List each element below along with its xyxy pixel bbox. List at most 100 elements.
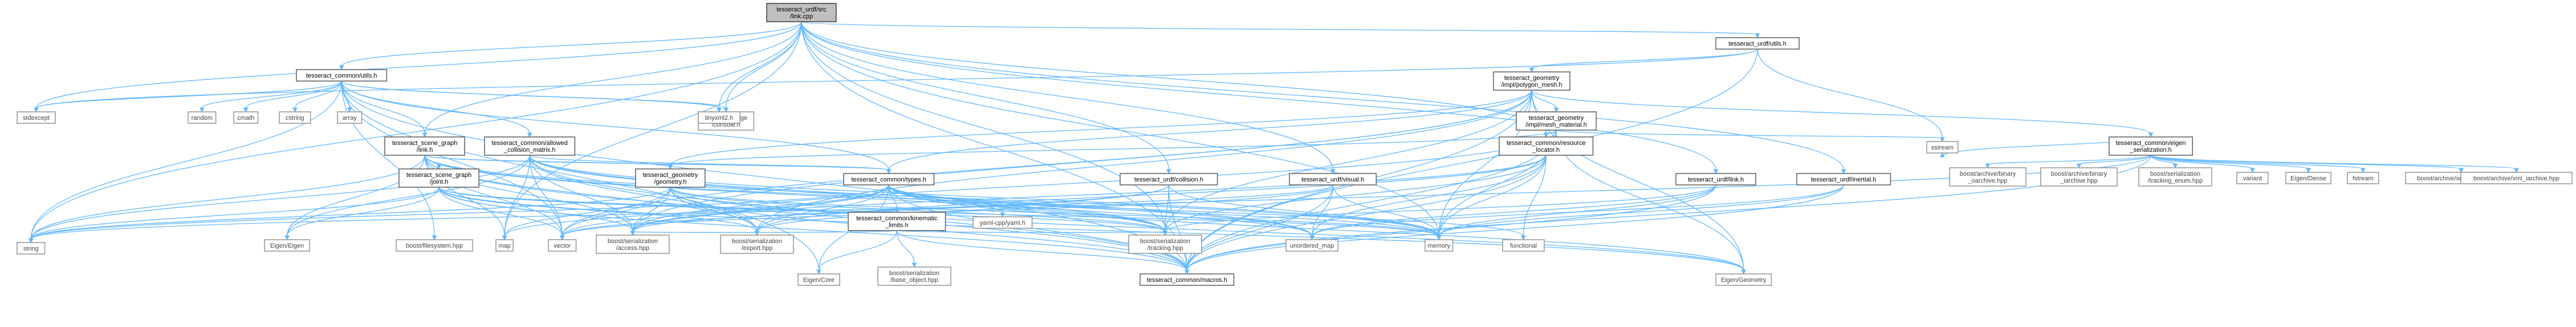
edge-arrowhead <box>559 235 565 241</box>
node-box <box>1502 239 1545 252</box>
node-polygon-mesh[interactable]: tesseract_geometry/impl/polygon_mesh.h <box>1493 71 1570 91</box>
edge-arrowhead <box>1841 169 1846 175</box>
edge-common-types-to-map <box>504 184 889 237</box>
node-box <box>233 111 259 124</box>
edge-kinematic-limits-to-eigen-core <box>818 230 897 271</box>
edge-link-cpp-to-tinyxml2 <box>718 21 802 109</box>
node-label: functional <box>1510 243 1537 249</box>
node-common-types[interactable]: tesseract_common/types.h <box>843 173 935 185</box>
node-unordered-map: unordered_map <box>1285 239 1339 252</box>
node-box <box>2138 167 2212 187</box>
node-box <box>495 239 514 252</box>
node-box <box>635 168 706 188</box>
edge-kinematic-limits-to-boost-base-object <box>896 230 915 264</box>
edge-polygon-mesh-to-geometry-h <box>670 90 1532 166</box>
node-label: tesseract_scene_graph/link.h <box>392 140 457 154</box>
node-geometry-h[interactable]: tesseract_geometry/geometry.h <box>635 168 706 188</box>
node-mesh-material[interactable]: tesseract_geometry/impl/mesh_material.h <box>1516 111 1597 131</box>
node-label: tesseract_urdf/link.h <box>1688 176 1744 183</box>
edge-geometry-h-to-string <box>30 187 671 240</box>
node-link-cpp[interactable]: tesseract_urdf/src/link.cpp <box>766 3 837 22</box>
edge-eigen-serialization-to-binary-oarchive <box>2078 155 2151 165</box>
node-map: map <box>495 239 514 252</box>
node-box <box>279 111 311 124</box>
edge-geometry-h-to-boost-access <box>632 187 671 232</box>
node-label: tesseract_geometry/geometry.h <box>643 172 698 185</box>
node-common-macros[interactable]: tesseract_common/macros.h <box>1140 273 1235 286</box>
node-box <box>548 239 577 252</box>
node-urdf-utils[interactable]: tesseract_urdf/utils.h <box>1715 37 1800 50</box>
node-label: Eigen/Core <box>803 277 835 284</box>
edge-urdf-visual-to-unordered-map <box>1312 184 1333 237</box>
node-urdf-inertial[interactable]: tesseract_urdf/inertial.h <box>1796 173 1891 185</box>
edge-arrowhead <box>1184 269 1190 275</box>
edge-kinematic-limits-to-common-macros <box>896 230 1187 271</box>
node-resource-locator[interactable]: tesseract_common/resource_locator.h <box>1499 136 1594 156</box>
node-allowed-collision[interactable]: tesseract_common/allowed_collision_matri… <box>484 136 576 156</box>
edge-link-cpp-to-common-macros <box>801 21 1187 271</box>
edge-resource-locator-to-memory <box>1438 155 1547 237</box>
node-label: tesseract_common/macros.h <box>1147 277 1227 284</box>
edge-arrowhead <box>292 107 298 113</box>
node-urdf-collision[interactable]: tesseract_urdf/collision.h <box>1120 173 1218 185</box>
node-random: random <box>188 111 217 124</box>
edge-urdf-inertial-to-unordered-map <box>1312 184 1844 237</box>
edge-polygon-mesh-to-eigen-serialization <box>1531 90 2151 134</box>
node-label: boost/filesystem.hpp <box>406 243 463 249</box>
edge-allowed-collision-to-boost-access <box>529 155 633 232</box>
edge-geometry-h-to-boost-tracking <box>670 187 1166 232</box>
node-box <box>384 136 465 156</box>
edge-kinematic-limits-to-boost-access <box>632 230 897 233</box>
edge-arrowhead <box>1521 235 1526 241</box>
node-label: tesseract_common/kinematic_limits.h <box>856 215 938 229</box>
node-urdf-visual[interactable]: tesseract_urdf/visual.h <box>1289 173 1377 185</box>
edge-common-utils-to-common-macros <box>341 80 1187 271</box>
edge-urdf-collision-to-boost-tracking <box>1165 184 1169 232</box>
edge-scene-graph-link-to-geometry-h <box>424 155 671 166</box>
edge-arrowhead <box>432 235 437 241</box>
edge-urdf-collision-to-memory <box>1168 184 1439 237</box>
edge-common-types-to-string <box>30 184 889 240</box>
node-cmath: cmath <box>233 111 259 124</box>
node-label: Eigen/Eigen <box>270 243 304 249</box>
node-label: cmath <box>237 115 254 122</box>
edge-urdf-link-to-unordered-map <box>1312 184 1716 237</box>
node-eigen-geometry: Eigen/Geometry <box>1715 273 1772 286</box>
edge-urdf-visual-to-string <box>30 184 1333 240</box>
node-string: string <box>17 242 46 255</box>
node-boost-tracking: boost/serialization/tracking.hpp <box>1128 235 1202 254</box>
edge-eigen-serialization-to-variant <box>2150 155 2253 169</box>
node-box <box>484 136 576 156</box>
edge-urdf-utils-to-common-macros <box>1186 49 1758 271</box>
edge-common-utils-to-stdexcept <box>35 80 342 109</box>
node-box <box>188 111 217 124</box>
node-common-utils[interactable]: tesseract_common/utils.h <box>296 69 388 82</box>
node-label: tinyxml2.h <box>705 115 734 122</box>
edge-arrowhead <box>2306 168 2311 173</box>
edge-arrowhead <box>1166 169 1171 175</box>
edge-eigen-serialization-to-fstream <box>2150 155 2363 169</box>
edge-arrowhead <box>1309 235 1315 241</box>
edge-link-cpp-to-urdf-link <box>801 21 1716 171</box>
edge-scene-graph-joint-to-vector <box>438 187 563 237</box>
node-label: string <box>23 245 39 252</box>
node-box <box>337 111 363 124</box>
node-box <box>1516 111 1597 131</box>
node-sstream: sstream <box>1926 141 1959 154</box>
node-box <box>2109 136 2193 156</box>
edge-polygon-mesh-to-vector <box>561 90 1532 237</box>
nodes-layer: tesseract_urdf/src/link.cpp tesseract_urd… <box>17 3 2573 286</box>
node-kinematic-limits[interactable]: tesseract_common/kinematic_limits.h <box>848 212 946 231</box>
node-scene-graph-joint[interactable]: tesseract_scene_graph/joint.h <box>398 168 479 188</box>
node-box <box>398 168 479 188</box>
edge-arrowhead <box>754 231 760 236</box>
node-box <box>2347 172 2379 184</box>
node-scene-graph-link[interactable]: tesseract_scene_graph/link.h <box>384 136 465 156</box>
edge-urdf-visual-to-vector <box>561 184 1333 237</box>
node-box <box>972 216 1033 229</box>
edge-scene-graph-joint-to-common-macros <box>438 187 1187 271</box>
edge-common-utils-to-boost-filesystem <box>341 80 435 237</box>
node-eigen-serialization[interactable]: tesseract_common/eigen_serialization.h <box>2109 136 2193 156</box>
node-urdf-link[interactable]: tesseract_urdf/link.h <box>1675 173 1756 185</box>
